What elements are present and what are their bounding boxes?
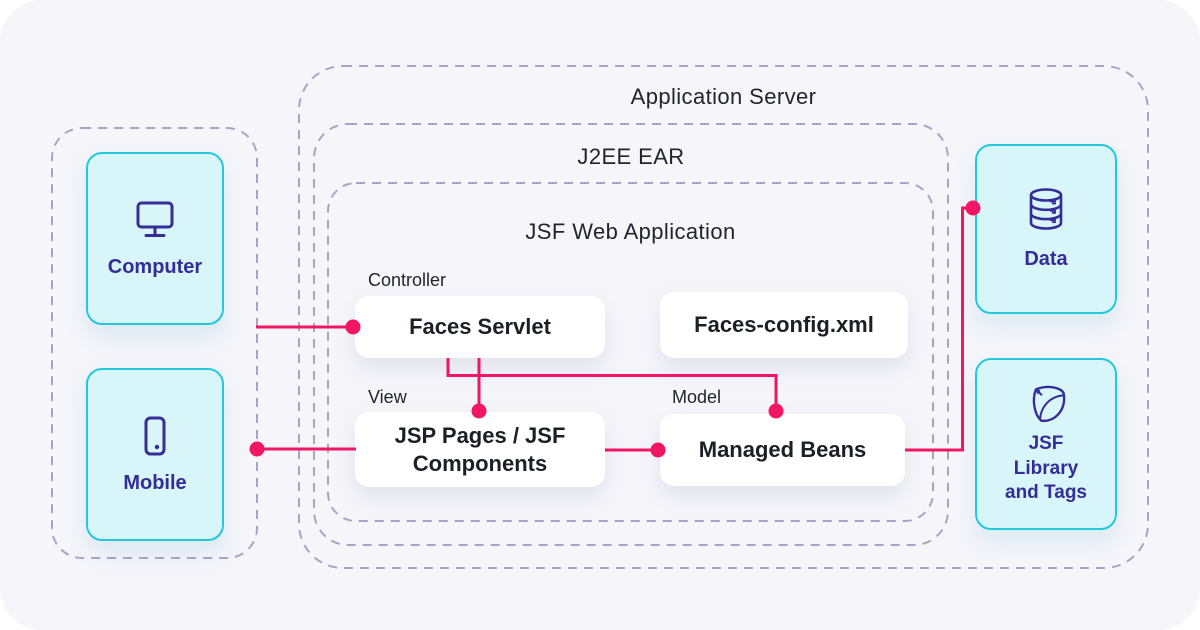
- leaf-icon: [1024, 382, 1068, 424]
- application-server-title: Application Server: [630, 84, 817, 109]
- jsf-webapp-title: JSF Web Application: [525, 219, 736, 244]
- database-icon: [1023, 186, 1069, 234]
- model-label: Model: [672, 387, 722, 407]
- faces-config-box: Faces-config.xml: [660, 292, 908, 358]
- data-label: Data: [1024, 248, 1068, 270]
- managed-beans-box: Managed Beans: [660, 414, 905, 486]
- view-label: View: [368, 387, 407, 407]
- mobile-box: Mobile: [86, 368, 224, 541]
- jsf-library-label: JSF Library and Tags: [1005, 432, 1087, 504]
- computer-label: Computer: [107, 255, 203, 278]
- smartphone-icon: [135, 414, 175, 458]
- jsp-pages-box: JSP Pages / JSF Components: [355, 412, 605, 487]
- j2ee-ear-title: J2EE EAR: [577, 144, 685, 169]
- computer-box: Computer: [86, 152, 224, 325]
- controller-label: Controller: [368, 270, 447, 290]
- jsf-library-box: JSF Library and Tags: [975, 358, 1117, 530]
- data-box: Data: [975, 144, 1117, 314]
- mobile-label: Mobile: [123, 471, 187, 494]
- faces-servlet-box: Faces Servlet: [355, 296, 605, 358]
- monitor-icon: [131, 198, 179, 242]
